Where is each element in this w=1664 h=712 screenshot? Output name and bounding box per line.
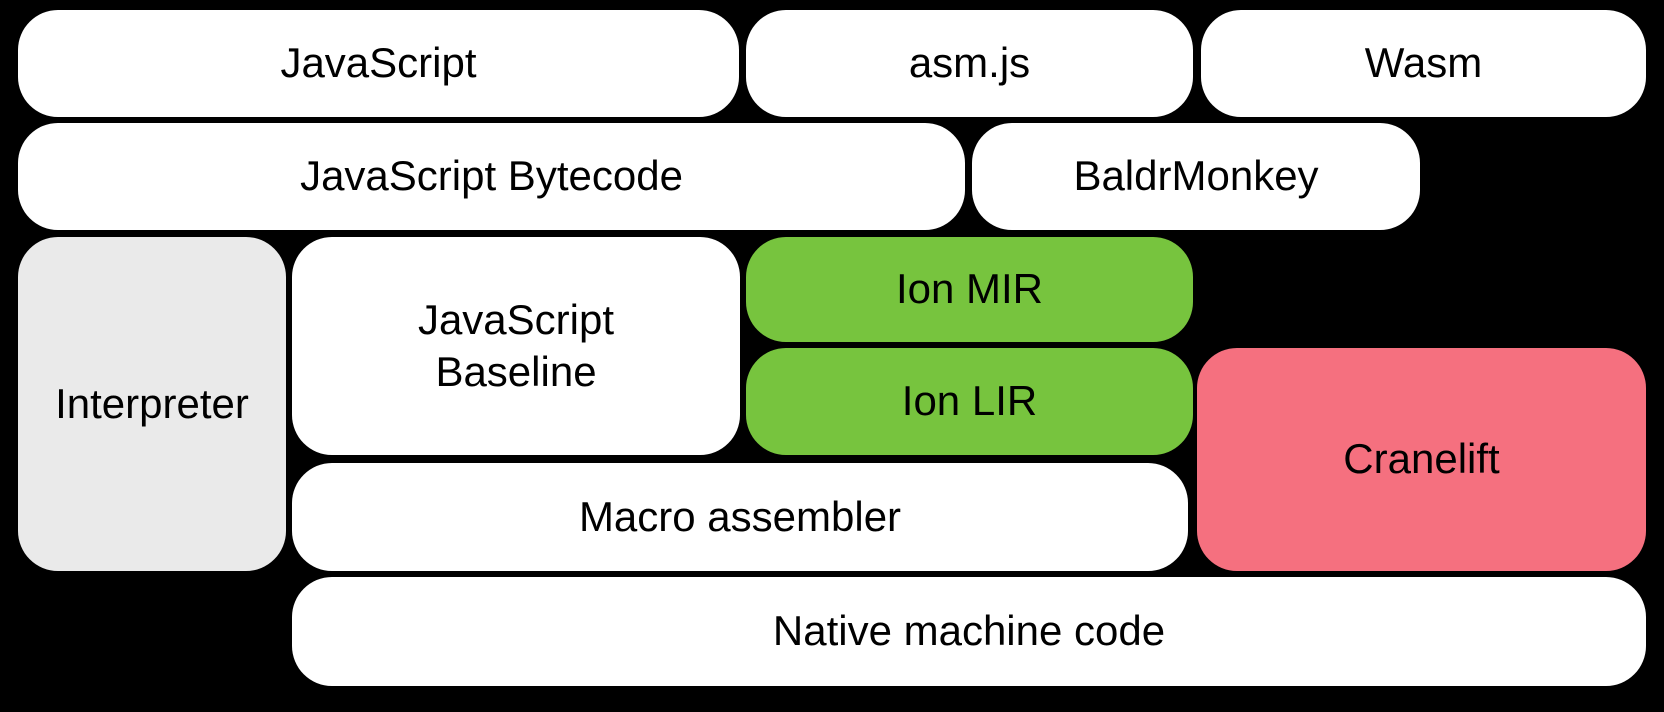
node-javascript-bytecode: JavaScript Bytecode	[18, 123, 965, 230]
node-interpreter-label: Interpreter	[55, 379, 249, 427]
node-macro-assembler-label: Macro assembler	[578, 492, 902, 540]
node-macro-assembler: Macro assembler	[292, 463, 1188, 571]
node-wasm: Wasm	[1201, 10, 1646, 117]
node-asmjs: asm.js	[746, 10, 1193, 117]
node-javascript-bytecode-label: JavaScript Bytecode	[300, 152, 683, 200]
node-cranelift: Cranelift	[1197, 348, 1646, 571]
node-ion-lir-label: Ion LIR	[901, 377, 1038, 425]
node-asmjs-label: asm.js	[908, 39, 1031, 87]
node-baldrmonkey-label: BaldrMonkey	[1073, 152, 1319, 200]
node-cranelift-label: Cranelift	[1343, 435, 1500, 483]
node-ion-lir: Ion LIR	[746, 348, 1193, 455]
node-javascript-baseline-label: JavaScript Baseline	[418, 294, 614, 399]
node-baldrmonkey: BaldrMonkey	[972, 123, 1420, 230]
node-javascript-label: JavaScript	[280, 39, 477, 87]
node-interpreter: Interpreter	[18, 237, 286, 571]
node-javascript-baseline: JavaScript Baseline	[292, 237, 740, 455]
node-wasm-label: Wasm	[1364, 39, 1483, 87]
node-javascript-baseline-line1: JavaScript	[417, 295, 615, 343]
node-javascript: JavaScript	[18, 10, 739, 117]
node-ion-mir: Ion MIR	[746, 237, 1193, 342]
node-ion-mir-label: Ion MIR	[895, 265, 1044, 313]
node-native-machine-code: Native machine code	[292, 577, 1646, 686]
node-native-machine-code-label: Native machine code	[772, 607, 1166, 655]
node-javascript-baseline-line2: Baseline	[435, 348, 597, 395]
